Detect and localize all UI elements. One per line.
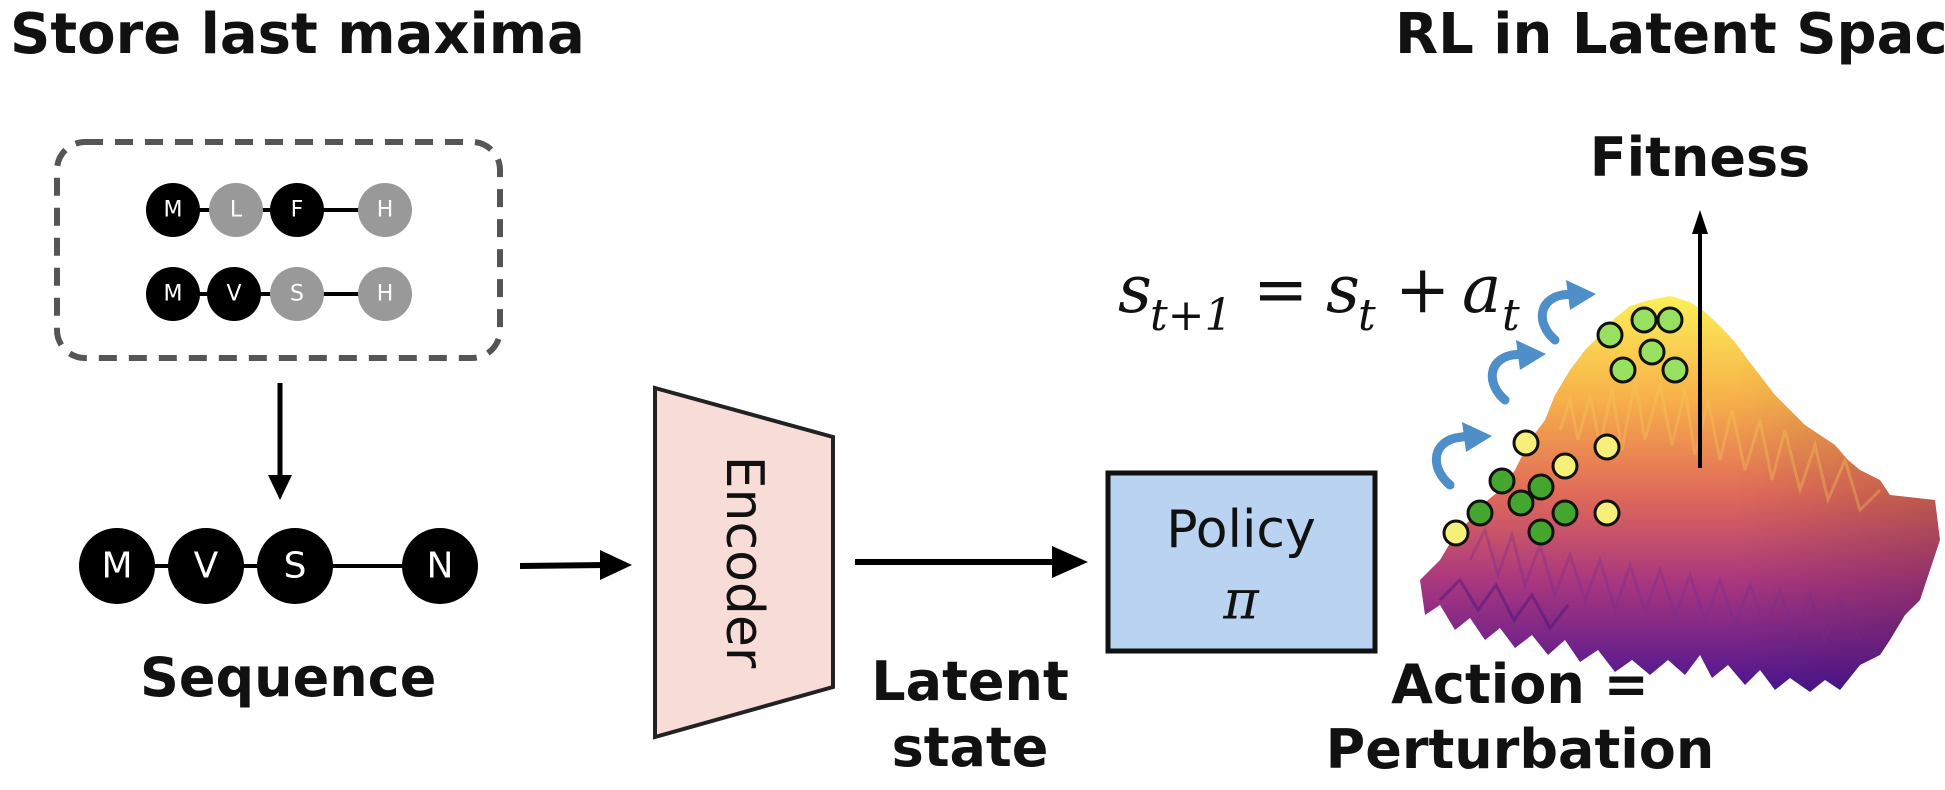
memory-to-sequence-arrow bbox=[268, 383, 292, 500]
svg-text:+: + bbox=[1395, 251, 1450, 328]
svg-text:V: V bbox=[226, 282, 241, 307]
svg-text:a: a bbox=[1462, 251, 1501, 328]
action-label-line1: Action = bbox=[1391, 653, 1649, 716]
point-top-1 bbox=[1596, 321, 1624, 349]
point-green-2 bbox=[1527, 473, 1555, 501]
memory-row1-node-3: F bbox=[270, 183, 324, 237]
point-green-4 bbox=[1466, 499, 1494, 527]
svg-text:V: V bbox=[194, 546, 219, 587]
point-green-3 bbox=[1507, 489, 1535, 517]
memory-row2-node-2: V bbox=[207, 267, 261, 321]
sequence-node-3: S bbox=[257, 528, 333, 604]
point-green-5 bbox=[1551, 499, 1579, 527]
svg-text:L: L bbox=[230, 198, 243, 223]
svg-text:M: M bbox=[164, 198, 183, 223]
sequence-node-2: V bbox=[168, 528, 244, 604]
memory-box bbox=[54, 139, 503, 361]
svg-text:s: s bbox=[1326, 251, 1360, 328]
point-top-2 bbox=[1630, 306, 1658, 334]
point-top-3 bbox=[1656, 306, 1684, 334]
svg-text:t+1: t+1 bbox=[1150, 290, 1233, 341]
point-yellow-5 bbox=[1442, 519, 1470, 547]
svg-text:s: s bbox=[1118, 251, 1152, 328]
policy-box bbox=[1105, 470, 1378, 654]
encoder-block bbox=[653, 385, 835, 740]
fitness-label: Fitness bbox=[1589, 126, 1811, 189]
action-label-line2: Perturbation bbox=[1325, 718, 1715, 781]
svg-text:t: t bbox=[1502, 290, 1520, 341]
right-title: RL in Latent Space bbox=[1395, 2, 1945, 67]
sequence-node-1: M bbox=[79, 528, 155, 604]
svg-text:M: M bbox=[164, 282, 183, 307]
memory-row2-node-1: M bbox=[146, 267, 200, 321]
svg-text:t: t bbox=[1358, 290, 1376, 341]
latent-state-label-line2: state bbox=[891, 716, 1049, 779]
point-yellow-4 bbox=[1593, 499, 1621, 527]
svg-text:N: N bbox=[427, 546, 454, 587]
point-green-6 bbox=[1527, 518, 1555, 546]
svg-text:S: S bbox=[290, 282, 304, 307]
point-yellow-2 bbox=[1593, 433, 1621, 461]
svg-text:M: M bbox=[101, 546, 132, 587]
latent-state-label-line1: Latent bbox=[871, 650, 1069, 713]
svg-text:H: H bbox=[377, 282, 394, 307]
policy-symbol: π bbox=[1222, 569, 1260, 632]
encoder-label: Encoder bbox=[714, 456, 774, 669]
point-yellow-3 bbox=[1551, 452, 1579, 480]
update-equation: s t+1 = s t + a t bbox=[1118, 251, 1520, 341]
memory-row2-node-3: S bbox=[270, 267, 324, 321]
svg-text:H: H bbox=[377, 198, 394, 223]
point-top-4 bbox=[1638, 338, 1666, 366]
sequence-label: Sequence bbox=[140, 646, 437, 709]
point-top-6 bbox=[1661, 356, 1689, 384]
svg-text:=: = bbox=[1253, 251, 1308, 328]
point-green-1 bbox=[1488, 467, 1516, 495]
fitness-axis-arrow bbox=[1692, 210, 1708, 468]
sequence-to-encoder-arrow bbox=[519, 550, 632, 580]
memory-row2-node-4: H bbox=[358, 267, 412, 321]
memory-row1-node-4: H bbox=[358, 183, 412, 237]
population-points bbox=[1442, 306, 1689, 547]
point-top-5 bbox=[1609, 356, 1637, 384]
svg-text:F: F bbox=[291, 198, 304, 223]
perturbation-arrow-1 bbox=[1431, 422, 1492, 490]
sequence-node-4: N bbox=[402, 528, 478, 604]
policy-label: Policy bbox=[1166, 500, 1316, 560]
encoder-to-policy-arrow bbox=[855, 546, 1088, 578]
point-yellow-1 bbox=[1512, 429, 1540, 457]
perturbation-arrow-2 bbox=[1487, 340, 1546, 405]
memory-row1-node-2: L bbox=[209, 183, 263, 237]
svg-text:S: S bbox=[284, 546, 307, 587]
left-title: Store last maxima bbox=[10, 2, 585, 67]
fitness-landscape bbox=[1420, 296, 1940, 692]
memory-row1-node-1: M bbox=[146, 183, 200, 237]
perturbation-arrow-3 bbox=[1537, 280, 1596, 345]
